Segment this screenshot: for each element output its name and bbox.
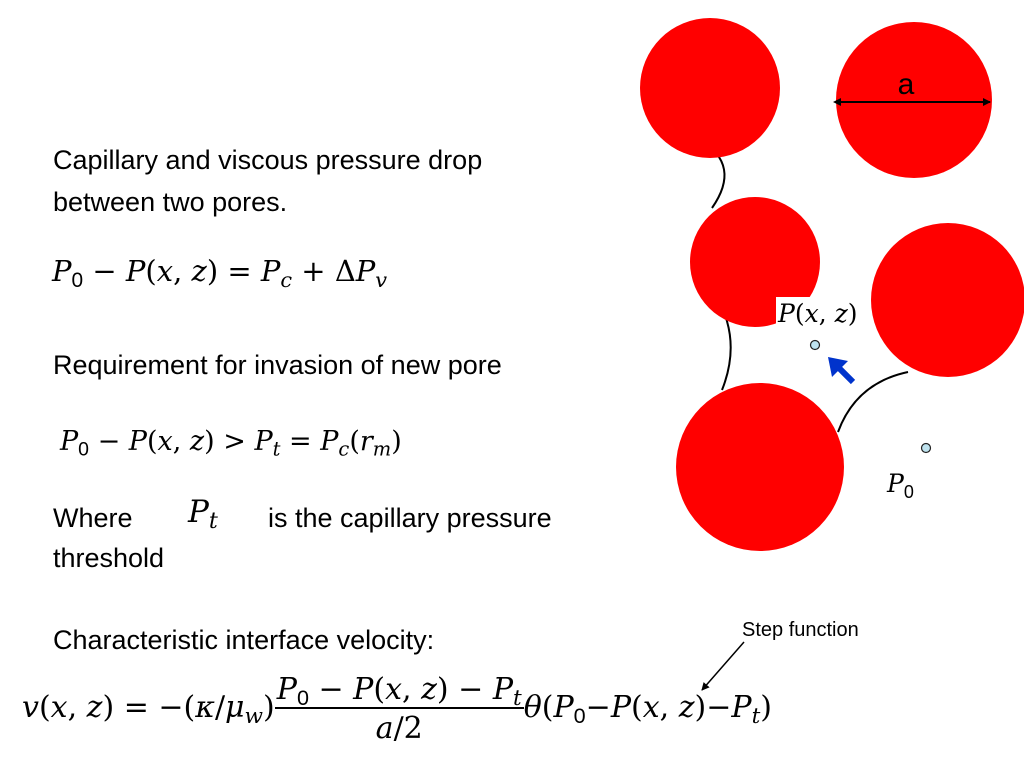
flow-direction-arrow <box>828 357 856 385</box>
step-function-pointer <box>701 641 745 691</box>
equation-pressure-balance: P0 − P(x, z) = Pc + ΔPv <box>52 254 388 292</box>
symbol-pt: Pt <box>188 494 218 535</box>
point-pxz <box>809 339 821 351</box>
heading-line-2: between two pores. <box>53 187 288 217</box>
threshold-word: threshold <box>53 543 165 573</box>
equation-invasion-condition: P0 − P(x, z) > Pt = Pc(rm) <box>60 426 402 461</box>
where-rest-text: is the capillary pressure <box>268 503 552 533</box>
requirement-text: Requirement for invasion of new pore <box>53 350 502 380</box>
point-label-p0: P0 <box>886 469 914 502</box>
pore-top-left <box>640 18 780 158</box>
point-p0 <box>920 442 932 454</box>
dimension-label: a <box>898 68 915 101</box>
velocity-heading: Characteristic interface velocity: <box>53 625 435 655</box>
pore-bottom-left <box>676 383 844 551</box>
point-label-pxz: P(x, z) <box>777 299 858 328</box>
heading-line-1: Capillary and viscous pressure drop <box>53 145 483 175</box>
interface-curve-lower <box>837 371 909 433</box>
point-label-background <box>776 297 870 327</box>
where-word: Where <box>53 503 133 533</box>
pore-middle-right <box>871 223 1024 377</box>
pore-middle-left <box>690 197 820 327</box>
step-function-label: Step function <box>742 619 859 641</box>
